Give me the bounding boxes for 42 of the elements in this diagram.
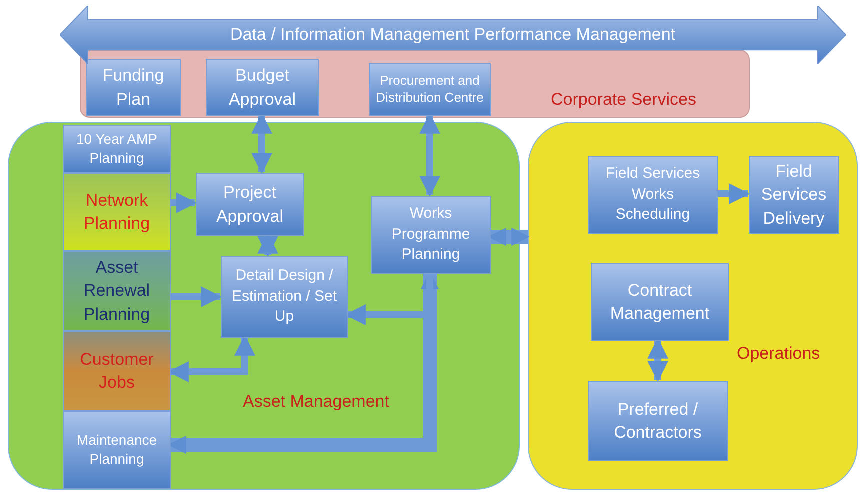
box-label: Field Services Delivery (760, 160, 828, 230)
box-label: 10 Year AMP Planning (76, 130, 158, 168)
box-label: Budget Approval (228, 65, 298, 110)
group-panel (528, 122, 858, 490)
box-label: Network Planning (82, 190, 152, 235)
group-panel (80, 50, 750, 118)
process-box (588, 381, 728, 461)
block-arrow (717, 184, 750, 204)
process-box (749, 156, 839, 234)
process-box (591, 263, 729, 341)
box-label: Customer Jobs (79, 348, 155, 394)
process-box (206, 59, 319, 116)
process-box (63, 173, 171, 251)
process-box (86, 59, 181, 116)
process-box (63, 331, 171, 411)
box-label: Works Programme Planning (390, 204, 472, 266)
box-label: Field Services Works Scheduling (604, 164, 702, 226)
process-box (588, 156, 718, 234)
box-label: Project Approval (215, 182, 285, 228)
box-label: Preferred / Contractors (613, 398, 703, 444)
panel-label: Corporate Services (551, 89, 697, 111)
process-box (63, 251, 171, 331)
panel-label: Operations (737, 343, 820, 365)
block-arrow (170, 192, 198, 214)
box-label: Funding Plan (102, 65, 166, 110)
process-box (221, 256, 348, 338)
box-label: Maintenance Planning (76, 430, 158, 469)
process-box (63, 411, 171, 489)
panel-label: Asset Management (243, 391, 390, 413)
process-box (63, 125, 171, 173)
process-box (196, 173, 304, 236)
block-arrow (170, 286, 222, 308)
group-panel (8, 122, 520, 490)
box-label: Detail Design / Estimation / Set Up (230, 266, 338, 328)
block-arrow (488, 228, 530, 246)
block-arrow (168, 271, 440, 454)
box-label: Contract Management (609, 280, 711, 325)
process-box (369, 63, 491, 116)
box-label: Procurement and Distribution Centre (375, 73, 485, 106)
banner-label: Data / Information Management Performance Management (230, 24, 676, 46)
process-box (371, 196, 491, 274)
box-label: Asset Renewal Planning (82, 256, 152, 326)
